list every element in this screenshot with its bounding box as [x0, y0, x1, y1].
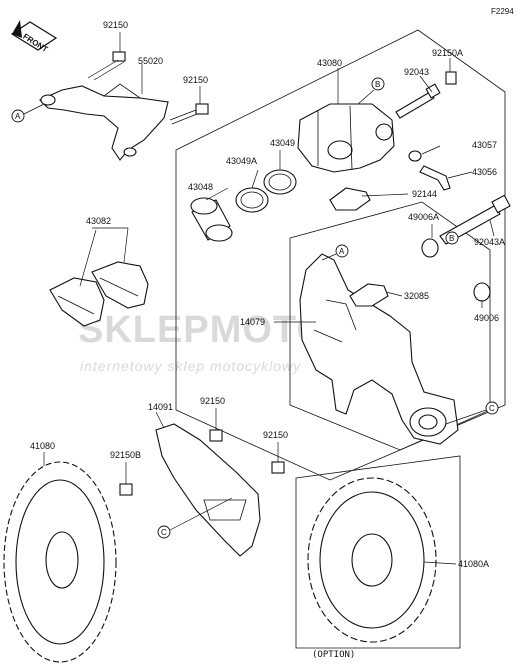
watermark-tagline: internetowy sklep motocyklowy [80, 358, 301, 374]
caliper-bracket-14079 [299, 253, 459, 445]
caliper-43080 [297, 103, 395, 173]
label-14091: 14091 [148, 402, 173, 412]
torque-link-bracket-55020 [39, 83, 169, 161]
label-92043A: 92043A [474, 237, 505, 247]
bolt-92150-low1 [209, 429, 223, 442]
label-92150-low1: 92150 [200, 396, 225, 406]
label-41080A: 41080A [458, 559, 489, 569]
label-43049: 43049 [270, 138, 295, 148]
svg-text:C: C [161, 528, 167, 537]
pin-92043 [395, 83, 441, 119]
option-group-outline [295, 455, 461, 649]
option-label: (OPTION) [312, 650, 355, 660]
label-92144: 92144 [412, 189, 437, 199]
label-49006A: 49006A [408, 212, 439, 222]
label-41080: 41080 [30, 441, 55, 451]
diagram-code: F2294 [491, 7, 514, 16]
label-43082: 43082 [86, 216, 111, 226]
boot-49006 [473, 282, 491, 302]
callout-b-top: B [357, 77, 385, 105]
bleeder-43057 [408, 150, 422, 162]
bolt-92150-low2 [271, 461, 285, 474]
leader-lines [43, 32, 495, 565]
svg-text:B: B [375, 80, 380, 89]
label-92150-low2: 92150 [263, 430, 288, 440]
boot-49006A [421, 238, 439, 258]
callout-a-bracket: A [321, 244, 349, 261]
label-43056: 43056 [472, 167, 497, 177]
cap-92150A [445, 71, 457, 85]
label-43048: 43048 [188, 182, 213, 192]
piston-43048 [190, 197, 233, 242]
svg-text:A: A [339, 247, 345, 256]
spring-plate-32085 [349, 283, 389, 307]
label-43057: 43057 [472, 140, 497, 150]
brake-disc-41080 [3, 461, 117, 663]
label-49006: 49006 [474, 313, 499, 323]
label-92150-top: 92150 [103, 20, 128, 30]
svg-text:B: B [449, 234, 454, 243]
label-92043: 92043 [404, 67, 429, 77]
label-92150B: 92150B [110, 450, 141, 460]
label-92150-mid: 92150 [183, 75, 208, 85]
bolt-92150-top [87, 51, 126, 81]
brake-pads-43082 [49, 261, 149, 327]
bleeder-cap-43056 [419, 165, 451, 191]
svg-text:C: C [489, 404, 495, 413]
caliper-group-outline [175, 29, 506, 481]
callout-c-right: C [445, 401, 499, 425]
label-14079: 14079 [240, 317, 265, 327]
svg-text:A: A [15, 112, 21, 121]
bolt-92150B [119, 483, 133, 496]
spring-92144 [329, 187, 371, 211]
callout-c-guard: C [157, 497, 233, 539]
label-43080: 43080 [317, 58, 342, 68]
label-32085: 32085 [404, 291, 429, 301]
callout-a-left: A [11, 103, 45, 123]
label-55020: 55020 [138, 56, 163, 66]
label-92150A: 92150A [432, 48, 463, 58]
brake-disc-41080A [307, 477, 437, 643]
disc-guard-14091 [155, 423, 261, 557]
label-43049A: 43049A [226, 156, 257, 166]
front-arrow-icon: FRONT [10, 20, 58, 54]
bolt-92150-mid [169, 103, 209, 125]
callout-b-right: B [445, 231, 459, 245]
